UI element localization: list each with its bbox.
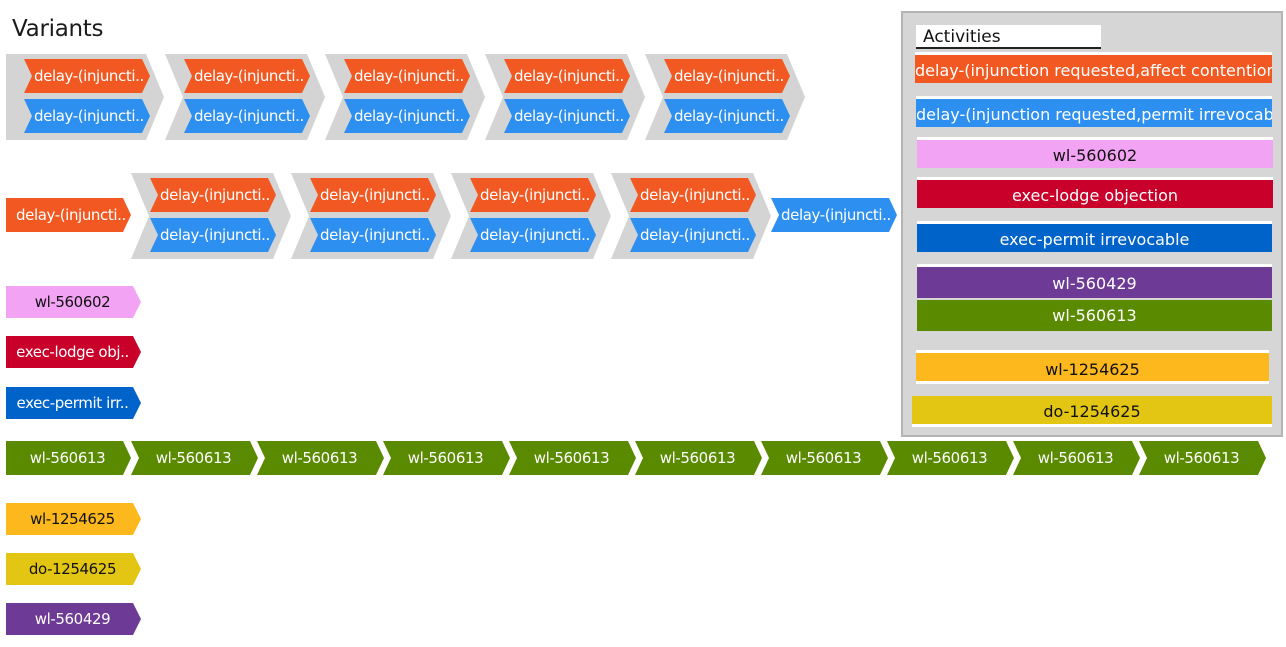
legend-item-exec-lodge-objection[interactable]: exec-lodge objection xyxy=(917,177,1273,208)
activity-delay-permit[interactable]: delay-(injuncti.. xyxy=(504,99,630,133)
activity-wl-560613[interactable]: wl-560613 xyxy=(509,441,636,475)
activity-delay-permit[interactable]: delay-(injuncti.. xyxy=(771,198,897,232)
activity-wl-560613[interactable]: wl-560613 xyxy=(257,441,384,475)
variants-title: Variants xyxy=(12,16,104,42)
activity-delay-affect[interactable]: delay-(injuncti.. xyxy=(310,178,436,212)
legend-item-wl-1254625[interactable]: wl-1254625 xyxy=(916,350,1269,384)
activity-delay-permit[interactable]: delay-(injuncti.. xyxy=(150,218,276,252)
activity-delay-permit[interactable]: delay-(injuncti.. xyxy=(310,218,436,252)
activity-wl-560429[interactable]: wl-560429 xyxy=(6,603,141,635)
activity-delay-affect[interactable]: delay-(injuncti.. xyxy=(664,59,790,93)
activity-delay-affect[interactable]: delay-(injuncti.. xyxy=(184,59,310,93)
activity-delay-permit[interactable]: delay-(injuncti.. xyxy=(664,99,790,133)
legend-item-do-1254625[interactable]: do-1254625 xyxy=(912,396,1272,427)
activity-wl-1254625[interactable]: wl-1254625 xyxy=(6,503,141,535)
activity-wl-560613[interactable]: wl-560613 xyxy=(6,441,131,475)
activity-wl-560613[interactable]: wl-560613 xyxy=(1013,441,1140,475)
activity-delay-permit[interactable]: delay-(injuncti.. xyxy=(184,99,310,133)
activities-legend-title: Activities xyxy=(916,25,1101,49)
activity-exec-permit-irrevocable[interactable]: exec-permit irr.. xyxy=(6,387,141,419)
activity-delay-affect[interactable]: delay-(injuncti.. xyxy=(6,198,131,232)
activity-delay-permit[interactable]: delay-(injuncti.. xyxy=(24,99,150,133)
activity-wl-560602[interactable]: wl-560602 xyxy=(6,286,141,318)
activity-exec-lodge-objection[interactable]: exec-lodge obj.. xyxy=(6,336,141,368)
legend-item-wl-560429[interactable]: wl-560429 xyxy=(917,264,1272,298)
activity-do-1254625[interactable]: do-1254625 xyxy=(6,553,141,585)
legend-item-delay-affect[interactable]: delay-(injunction requested,affect conte… xyxy=(915,52,1272,83)
legend-item-exec-permit-irrevocable[interactable]: exec-permit irrevocable xyxy=(917,221,1272,252)
legend-item-wl-560613[interactable]: wl-560613 xyxy=(917,300,1272,331)
activity-wl-560613[interactable]: wl-560613 xyxy=(1139,441,1266,475)
activity-delay-affect[interactable]: delay-(injuncti.. xyxy=(150,178,276,212)
activity-wl-560613[interactable]: wl-560613 xyxy=(887,441,1014,475)
legend-item-delay-permit[interactable]: delay-(injunction requested,permit irrev… xyxy=(916,96,1272,127)
activity-delay-permit[interactable]: delay-(injuncti.. xyxy=(344,99,470,133)
activity-delay-permit[interactable]: delay-(injuncti.. xyxy=(630,218,756,252)
activity-delay-affect[interactable]: delay-(injuncti.. xyxy=(470,178,596,212)
activity-delay-affect[interactable]: delay-(injuncti.. xyxy=(344,59,470,93)
activity-delay-affect[interactable]: delay-(injuncti.. xyxy=(24,59,150,93)
activity-wl-560613[interactable]: wl-560613 xyxy=(635,441,762,475)
activity-delay-affect[interactable]: delay-(injuncti.. xyxy=(630,178,756,212)
activity-wl-560613[interactable]: wl-560613 xyxy=(131,441,258,475)
activity-delay-permit[interactable]: delay-(injuncti.. xyxy=(470,218,596,252)
activity-delay-affect[interactable]: delay-(injuncti.. xyxy=(504,59,630,93)
legend-item-wl-560602[interactable]: wl-560602 xyxy=(917,137,1273,168)
activity-wl-560613[interactable]: wl-560613 xyxy=(761,441,888,475)
activity-wl-560613[interactable]: wl-560613 xyxy=(383,441,510,475)
